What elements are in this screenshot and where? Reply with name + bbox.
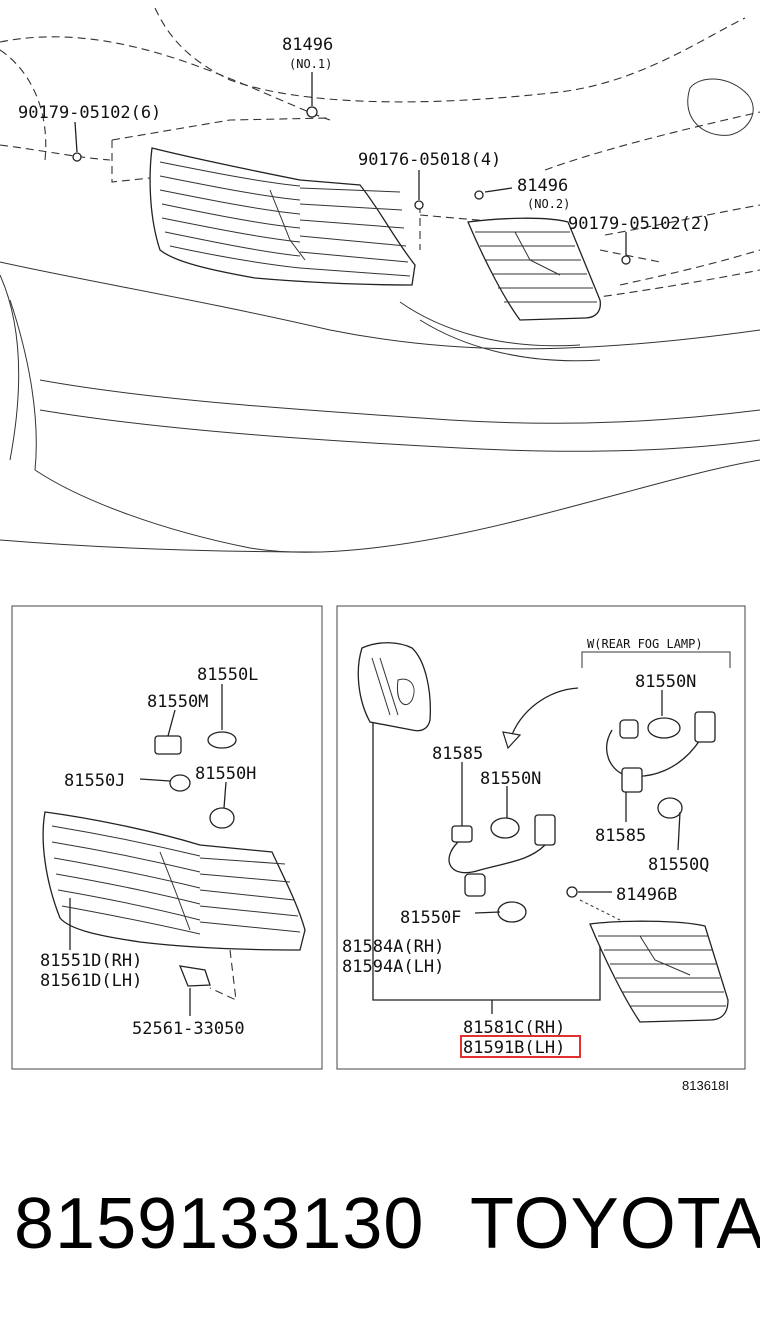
label-81496-no1: 81496 bbox=[282, 35, 333, 55]
label-81550N-fog: 81550N bbox=[635, 672, 696, 692]
label-81585-main: 81585 bbox=[432, 744, 483, 764]
vehicle-rear-view bbox=[0, 7, 760, 553]
label-81550F: 81550F bbox=[400, 908, 461, 928]
label-81496-no1-sub: (NO.1) bbox=[289, 57, 332, 71]
label-81581C-rh: 81581C(RH) bbox=[463, 1018, 565, 1038]
label-81550H: 81550H bbox=[195, 764, 256, 784]
label-81591B-lh: 81591B(LH) bbox=[463, 1038, 565, 1058]
label-81550Q: 81550Q bbox=[648, 855, 709, 875]
label-81550J: 81550J bbox=[64, 771, 125, 791]
label-81584A-rh: 81584A(RH) bbox=[342, 937, 444, 957]
highlight-box bbox=[460, 1035, 581, 1058]
label-81551D-rh: 81551D(RH) bbox=[40, 951, 142, 971]
label-81550N-main: 81550N bbox=[480, 769, 541, 789]
label-90179-05102-6: 90179-05102(6) bbox=[18, 103, 161, 123]
label-rear-fog-lamp-note: W(REAR FOG LAMP) bbox=[587, 637, 703, 651]
label-81496-no2: 81496 bbox=[517, 176, 568, 196]
label-81561D-lh: 81561D(LH) bbox=[40, 971, 142, 991]
label-81496B: 81496B bbox=[616, 885, 677, 905]
diagram-reference: 813618I bbox=[682, 1078, 729, 1093]
label-81496-no2-sub: (NO.2) bbox=[527, 197, 570, 211]
part-number-caption: 8159133130 bbox=[14, 1184, 425, 1264]
right-detail-box bbox=[336, 605, 746, 1070]
label-81594A-lh: 81594A(LH) bbox=[342, 957, 444, 977]
brand-caption: TOYOTA bbox=[470, 1184, 760, 1264]
left-detail-box bbox=[11, 605, 323, 1070]
label-81550L: 81550L bbox=[197, 665, 258, 685]
label-90176-05018-4: 90176-05018(4) bbox=[358, 150, 501, 170]
label-81585-fog: 81585 bbox=[595, 826, 646, 846]
label-81550M: 81550M bbox=[147, 692, 208, 712]
label-90179-05102-2: 90179-05102(2) bbox=[568, 214, 711, 234]
label-52561-33050: 52561-33050 bbox=[132, 1019, 245, 1039]
